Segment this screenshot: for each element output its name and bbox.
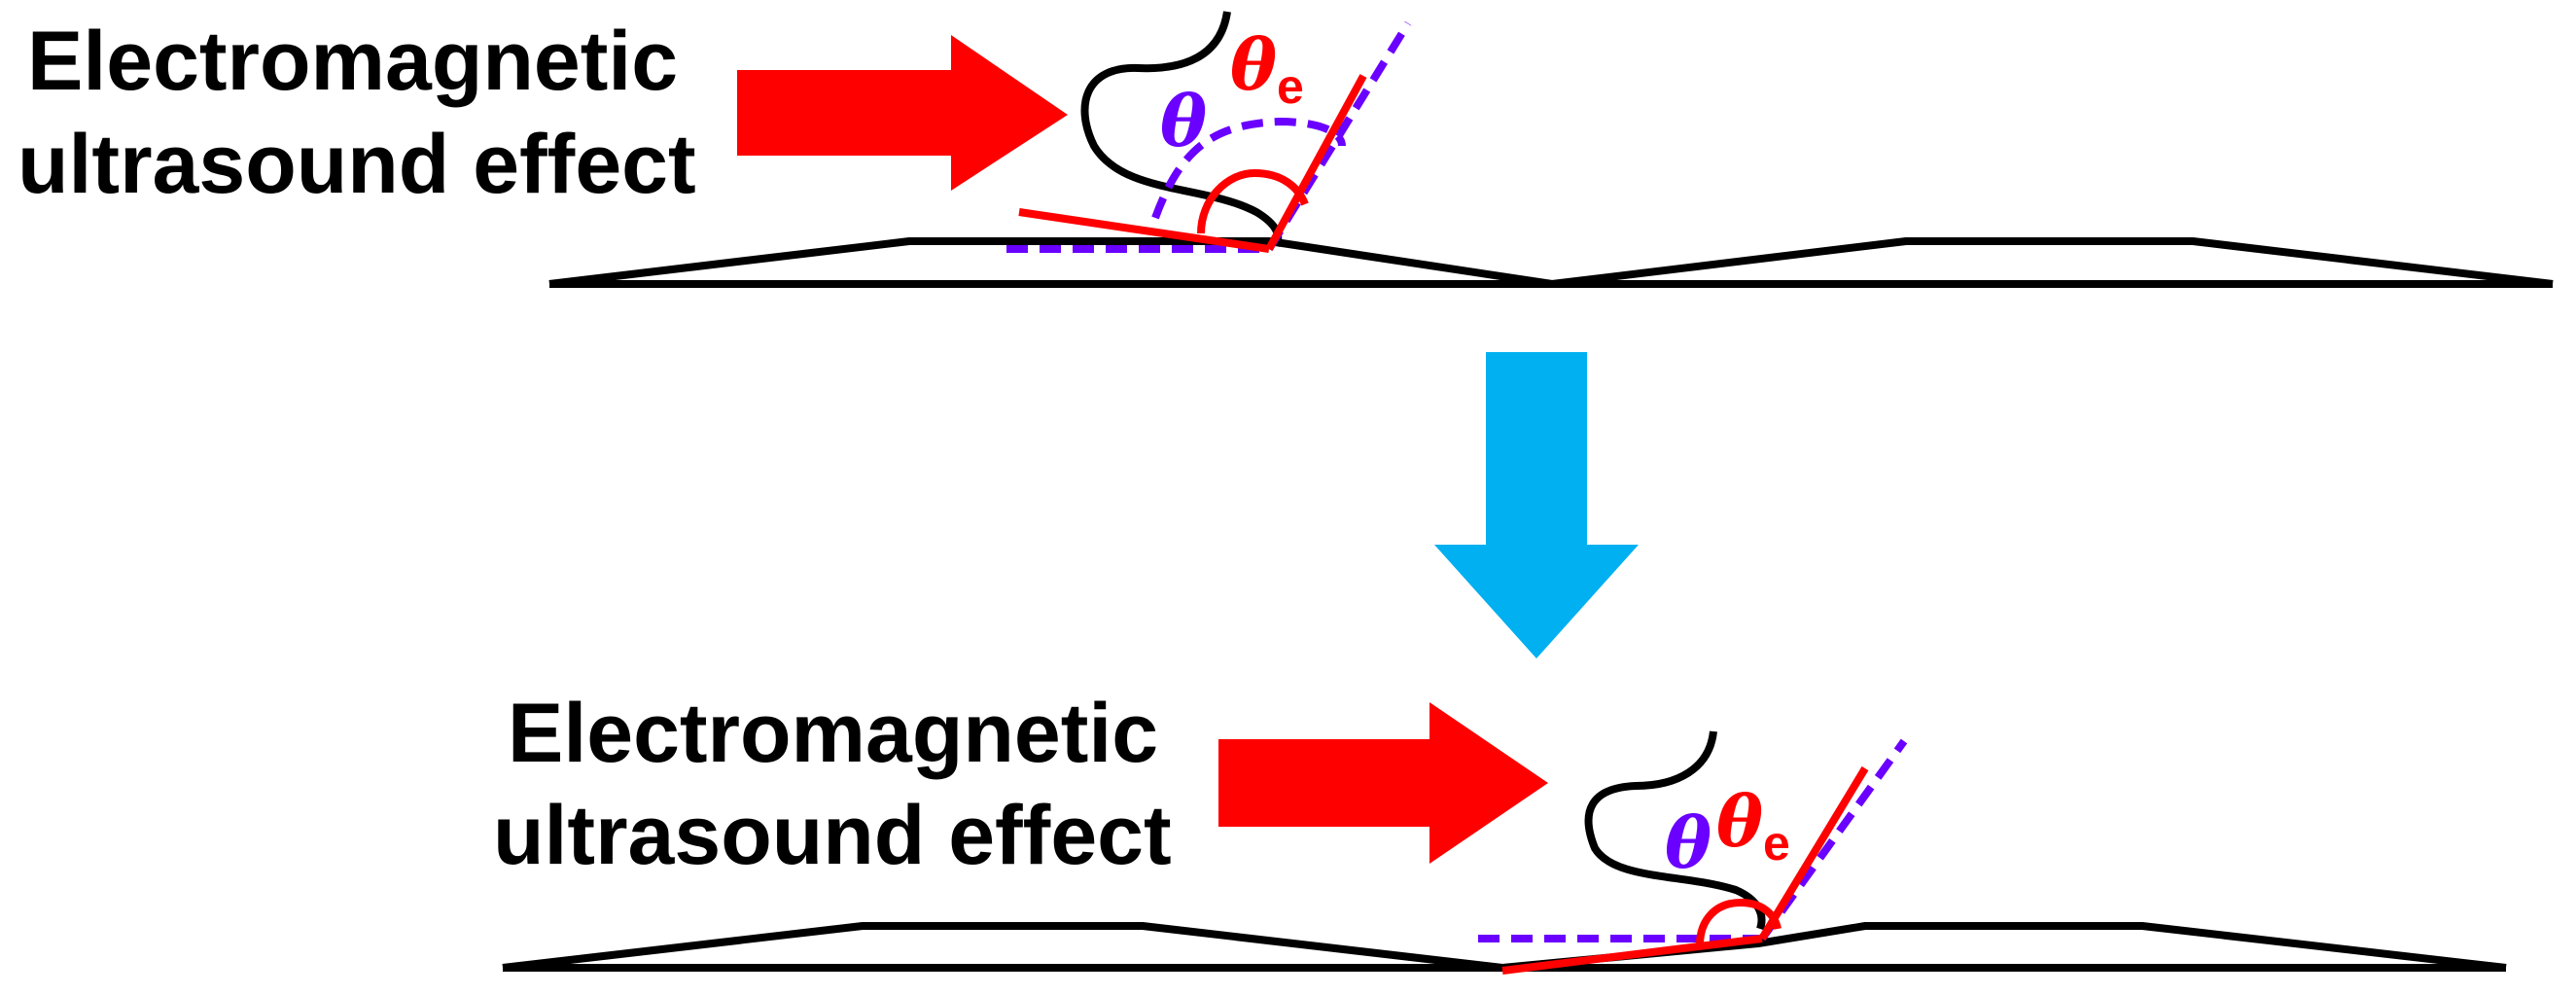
droplet-outline: [1080, 11, 1283, 248]
theta-e-label: θe: [1716, 780, 1790, 871]
label-line1: Electromagnetic: [27, 15, 678, 108]
rough-surface: [548, 237, 2554, 288]
rough-surface: [502, 922, 2507, 972]
theta-e-lines: [1018, 74, 1367, 253]
label-line2: ultrasound effect: [18, 118, 696, 211]
blue-down-arrow: [1434, 352, 1639, 658]
red-right-arrow: [1218, 702, 1548, 864]
label-line1: Electromagnetic: [508, 687, 1158, 780]
panel-bottom: Electromagnetic ultrasound effect θ θe: [493, 687, 2507, 975]
theta-label: θ: [1665, 801, 1711, 884]
red-right-arrow: [737, 35, 1068, 191]
theta-label: θ: [1160, 80, 1207, 162]
theta-e-lines: [1501, 765, 1869, 975]
panel-top: Electromagnetic ultrasound effect θ θe: [18, 11, 2554, 288]
label-line2: ultrasound effect: [493, 789, 1172, 882]
droplet-outline: [1584, 730, 1766, 931]
theta-e-label: θe: [1230, 23, 1304, 114]
